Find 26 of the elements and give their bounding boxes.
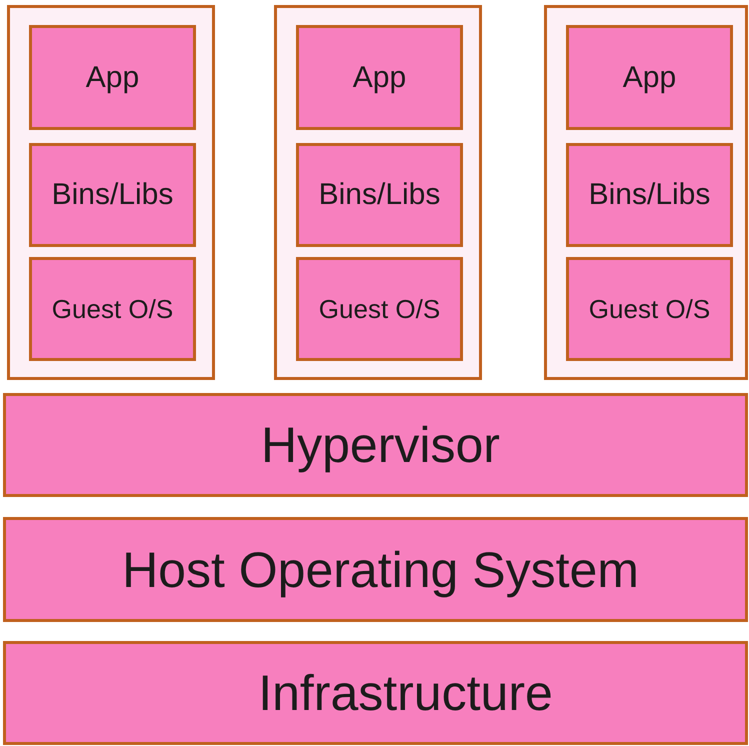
layer-label: App <box>352 62 406 92</box>
container-box <box>544 5 748 380</box>
layer-label: Bins/Libs <box>52 180 174 210</box>
layer-label: Hypervisor <box>261 420 500 470</box>
layer-label: Guest O/S <box>588 296 710 322</box>
layer-label: Bins/Libs <box>318 180 440 210</box>
layer-box <box>3 517 748 622</box>
container-box <box>7 5 215 380</box>
layer-label: Guest O/S <box>318 296 440 322</box>
layer-label: Infrastructure <box>258 668 553 718</box>
layer-box <box>29 143 196 247</box>
layer-label: Guest O/S <box>52 296 174 322</box>
layer-label: Bins/Libs <box>588 180 710 210</box>
layer-box <box>296 143 463 247</box>
layer-box <box>296 25 463 130</box>
layer-box <box>566 25 733 130</box>
layer-box <box>296 257 463 361</box>
layer-box <box>29 25 196 130</box>
layer-box <box>566 257 733 361</box>
layer-box <box>3 393 748 497</box>
container-box <box>274 5 482 380</box>
layer-label: App <box>86 62 140 92</box>
layer-box <box>3 641 748 745</box>
layer-label: App <box>622 62 676 92</box>
layer-box <box>566 143 733 247</box>
layer-box <box>29 257 196 361</box>
